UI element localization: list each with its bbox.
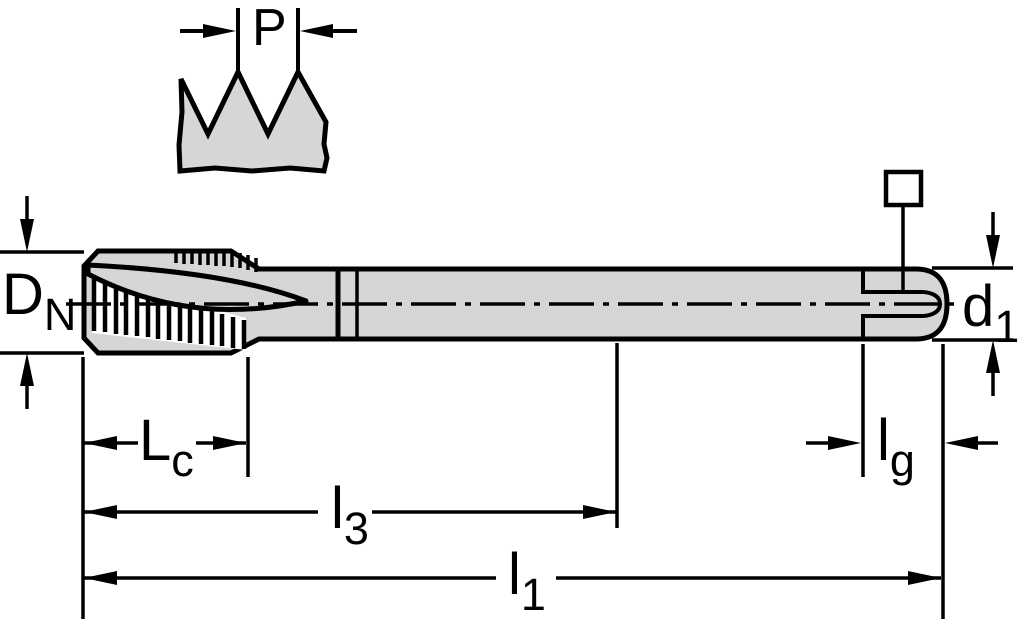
dn-dimension bbox=[0, 196, 84, 409]
thread-profile-detail bbox=[176, 66, 330, 174]
label-d1-main: d bbox=[962, 274, 994, 339]
lc-arrow-right bbox=[213, 436, 246, 450]
label-shank-diameter: d 1 bbox=[962, 274, 1019, 352]
lg-dimension bbox=[806, 436, 998, 450]
lg-arrow-left bbox=[828, 436, 861, 450]
dn-arrow-bottom bbox=[20, 353, 34, 386]
square-flat-bottom bbox=[861, 314, 924, 337]
dn-extension-lines bbox=[0, 250, 84, 355]
l3-arrow-right bbox=[583, 505, 616, 519]
label-l1-main: l bbox=[508, 542, 521, 607]
label-l1-sub: 1 bbox=[520, 569, 546, 620]
pitch-dimension bbox=[180, 8, 357, 70]
l1-dimension bbox=[84, 571, 941, 585]
label-l3-sub: 3 bbox=[343, 503, 369, 554]
l1-arrow-left bbox=[84, 571, 117, 585]
d1-dimension bbox=[932, 212, 1013, 396]
square-drive-end bbox=[861, 270, 943, 337]
label-dn-sub: N bbox=[43, 289, 76, 340]
pitch-arrow-right bbox=[300, 24, 333, 38]
label-lg-main: l bbox=[877, 408, 890, 473]
d1-arrow-top bbox=[986, 235, 1000, 268]
pitch-extension-lines bbox=[236, 8, 300, 70]
l1-arrow-right bbox=[908, 571, 941, 585]
pitch-arrow-left bbox=[203, 24, 236, 38]
label-l3-main: l bbox=[331, 476, 344, 541]
dn-arrow-top bbox=[20, 219, 34, 252]
label-pitch-main: P bbox=[252, 0, 287, 57]
square-drive-symbol-icon bbox=[883, 169, 924, 208]
tap-outline bbox=[81, 248, 950, 356]
d1-arrow-bottom bbox=[986, 340, 1000, 373]
label-dn-main: D bbox=[2, 262, 44, 327]
label-thread-length: l 3 bbox=[331, 476, 369, 554]
lg-arrow-right bbox=[945, 436, 978, 450]
lc-arrow-left bbox=[84, 436, 117, 450]
thread-profile-shape bbox=[176, 66, 330, 174]
spiral-flute bbox=[85, 262, 309, 313]
label-lc-sub: c bbox=[171, 435, 193, 486]
d1-extension-lines bbox=[932, 266, 1013, 342]
label-lc-main: L bbox=[139, 408, 171, 473]
thread-hatching-upper bbox=[174, 252, 258, 272]
label-square-length: l g bbox=[877, 408, 915, 486]
l3-arrow-left bbox=[84, 505, 117, 519]
label-d1-sub: 1 bbox=[994, 301, 1019, 352]
label-chamfer-length: L c bbox=[139, 408, 194, 486]
square-drive-callout bbox=[883, 169, 924, 290]
label-nominal-diameter: D N bbox=[2, 262, 76, 340]
label-lg-sub: g bbox=[889, 435, 915, 486]
label-pitch: P bbox=[252, 0, 287, 57]
lc-dimension bbox=[84, 436, 246, 450]
square-end-arc bbox=[923, 290, 943, 318]
label-overall-length: l 1 bbox=[508, 542, 546, 620]
tap-body bbox=[81, 248, 950, 356]
l3-dimension bbox=[84, 505, 616, 519]
square-flat-top bbox=[861, 270, 924, 294]
